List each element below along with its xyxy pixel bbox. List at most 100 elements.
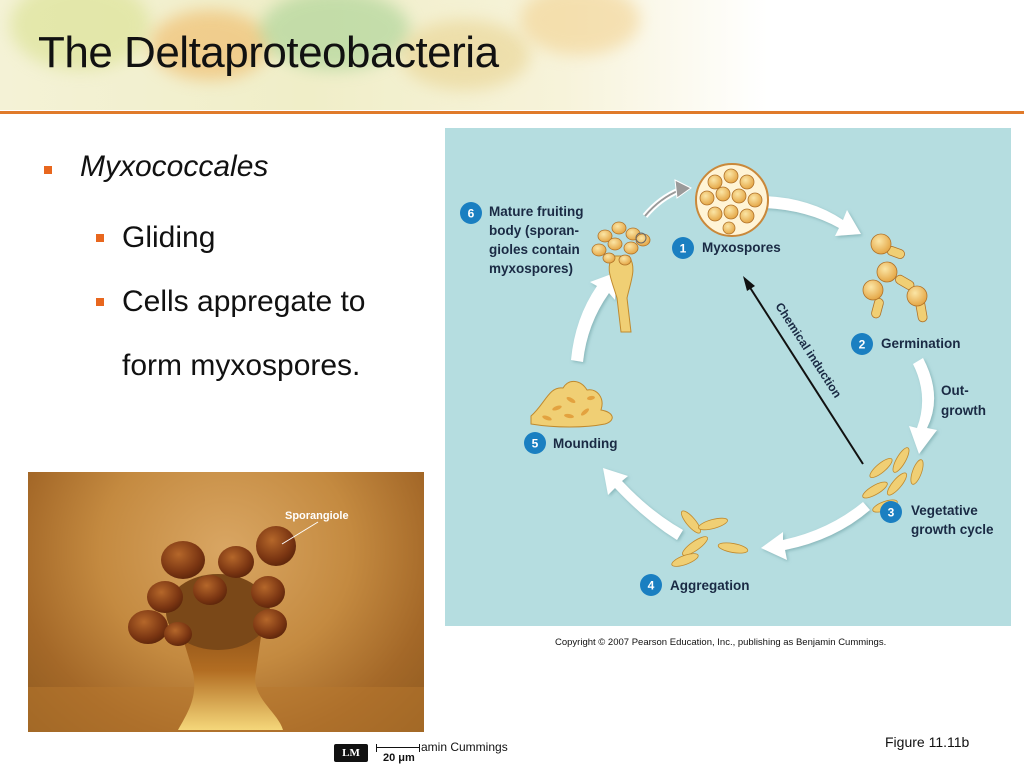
cycle-arrow [765,196,861,236]
myxospore [731,188,747,204]
cycle-arrow [571,272,617,362]
vegetative-cell [892,447,910,473]
vegetative-cell [869,457,893,479]
stage-badge [851,333,873,355]
fruiting-body-core [166,574,270,650]
germinating-spore [876,261,898,283]
germinating-spore [870,233,892,255]
stage-label: gioles contain [489,242,580,257]
bullet-marker [44,166,52,174]
bullet-gliding: Gliding [40,206,440,270]
life-cycle-drawing: Chemical induction 1 Myxospores 2 Germin… [460,163,994,596]
vegetative-cell [862,481,888,499]
bullet-list: Myxococcales Gliding Cells appregate to … [40,150,440,398]
figure-label: Figure 11.11b [885,734,970,750]
sporangiole [161,541,205,579]
pointer-arrow [642,187,682,218]
stage-label: growth cycle [911,522,994,537]
fruiting-body [591,221,651,333]
chemical-induction-arrowhead [743,276,755,291]
sporangiole-leader-line [281,521,319,545]
sporangiole [251,576,285,608]
vegetative-cell [886,472,908,496]
stage-label: Myxospores [702,240,781,255]
cycle-arrow [761,502,870,560]
stage-number: 5 [532,437,539,451]
cycle-arrow [603,468,683,540]
bullet-aggregate: Cells appregate to form myxospores. [40,270,440,398]
stage-label: Vegetative [911,503,978,518]
fruiting-sporangiole [607,237,623,251]
sporangiole [147,581,183,613]
stage-number: 1 [680,242,687,256]
sporangiole [253,609,287,639]
bullet-text-continued: form myxospores. [122,349,361,382]
mound-cell [552,405,562,411]
germ-tube [871,297,884,319]
germinating-spore [906,285,928,307]
sporangiole-highlight [635,232,647,244]
aggregating-cells [671,510,749,567]
stage-labels: 1 Myxospores 2 Germination 3 Vegetative … [460,202,994,596]
vegetative-cell [910,459,924,485]
fruiting-sporangiole [597,229,613,243]
title-banner [0,0,1024,110]
fruiting-sporangiole [623,241,639,255]
myxospore [739,174,755,190]
germinating-spores [862,233,928,323]
mound-body [530,381,613,428]
fruiting-sporangiole [602,252,616,264]
sporangiole [193,575,227,605]
stage-badge [880,501,902,523]
cycle-arrow [909,358,937,454]
bullet-marker [96,298,104,306]
micrograph-drawing: Sporangiole [28,510,424,732]
chemical-induction-arrow [748,285,864,465]
stage-label: body (sporan- [489,223,579,238]
stage-1: 1 Myxospores [672,237,781,259]
chemical-induction-label: Chemical induction [772,300,844,400]
stage-5: 5 Mounding [524,432,617,454]
mound-cell [566,396,576,404]
stage-number: 2 [859,338,866,352]
stage-4: 4 Aggregation [640,574,750,596]
banner-decoration [150,10,270,80]
sporangiole [164,622,192,646]
germinating-spore [862,279,884,301]
mound-cell [587,395,595,401]
stage-label: Mounding [553,436,617,451]
fruiting-sporangiole [618,254,632,266]
aggregating-cell [717,542,749,554]
bullet-text: Cells appregate to [122,285,366,318]
sporangiole [218,546,254,578]
mound [530,381,613,428]
stage-number: 6 [468,207,475,221]
stage-2: 2 Germination [851,333,961,355]
sporangiole [128,610,168,644]
myxospore [707,206,723,222]
banner-decoration [400,20,530,90]
bullet-text: Myxococcales [80,150,269,183]
stage-label: myxospores) [489,261,573,276]
stage-3: 3 Vegetative growth cycle [880,501,994,537]
aggregating-cell [680,510,702,534]
fruiting-sporangiole [591,243,607,257]
outgrowth-label: Out- growth [941,383,986,418]
aggregating-cell [682,536,708,556]
stage-badge [640,574,662,596]
bullet-marker [96,234,104,242]
banner-decoration [520,0,640,55]
myxospore [723,168,739,184]
banner-decoration [260,0,410,70]
bullet-myxococcales: Myxococcales [40,150,440,184]
sporangioles [128,526,296,646]
slide-title: The Deltaproteobacteria [38,28,499,77]
copyright-notice: Copyright © 2007 Pearson Education, Inc.… [555,637,887,648]
stage-label: Germination [881,336,961,351]
stage-6: 6 Mature fruiting body (sporan- gioles c… [460,202,584,276]
fruiting-body-sporangioles [591,221,651,266]
pointer-arrowhead [674,179,692,199]
stage-badge [672,237,694,259]
myxospores [699,168,763,235]
lm-badge: LM [334,744,368,762]
